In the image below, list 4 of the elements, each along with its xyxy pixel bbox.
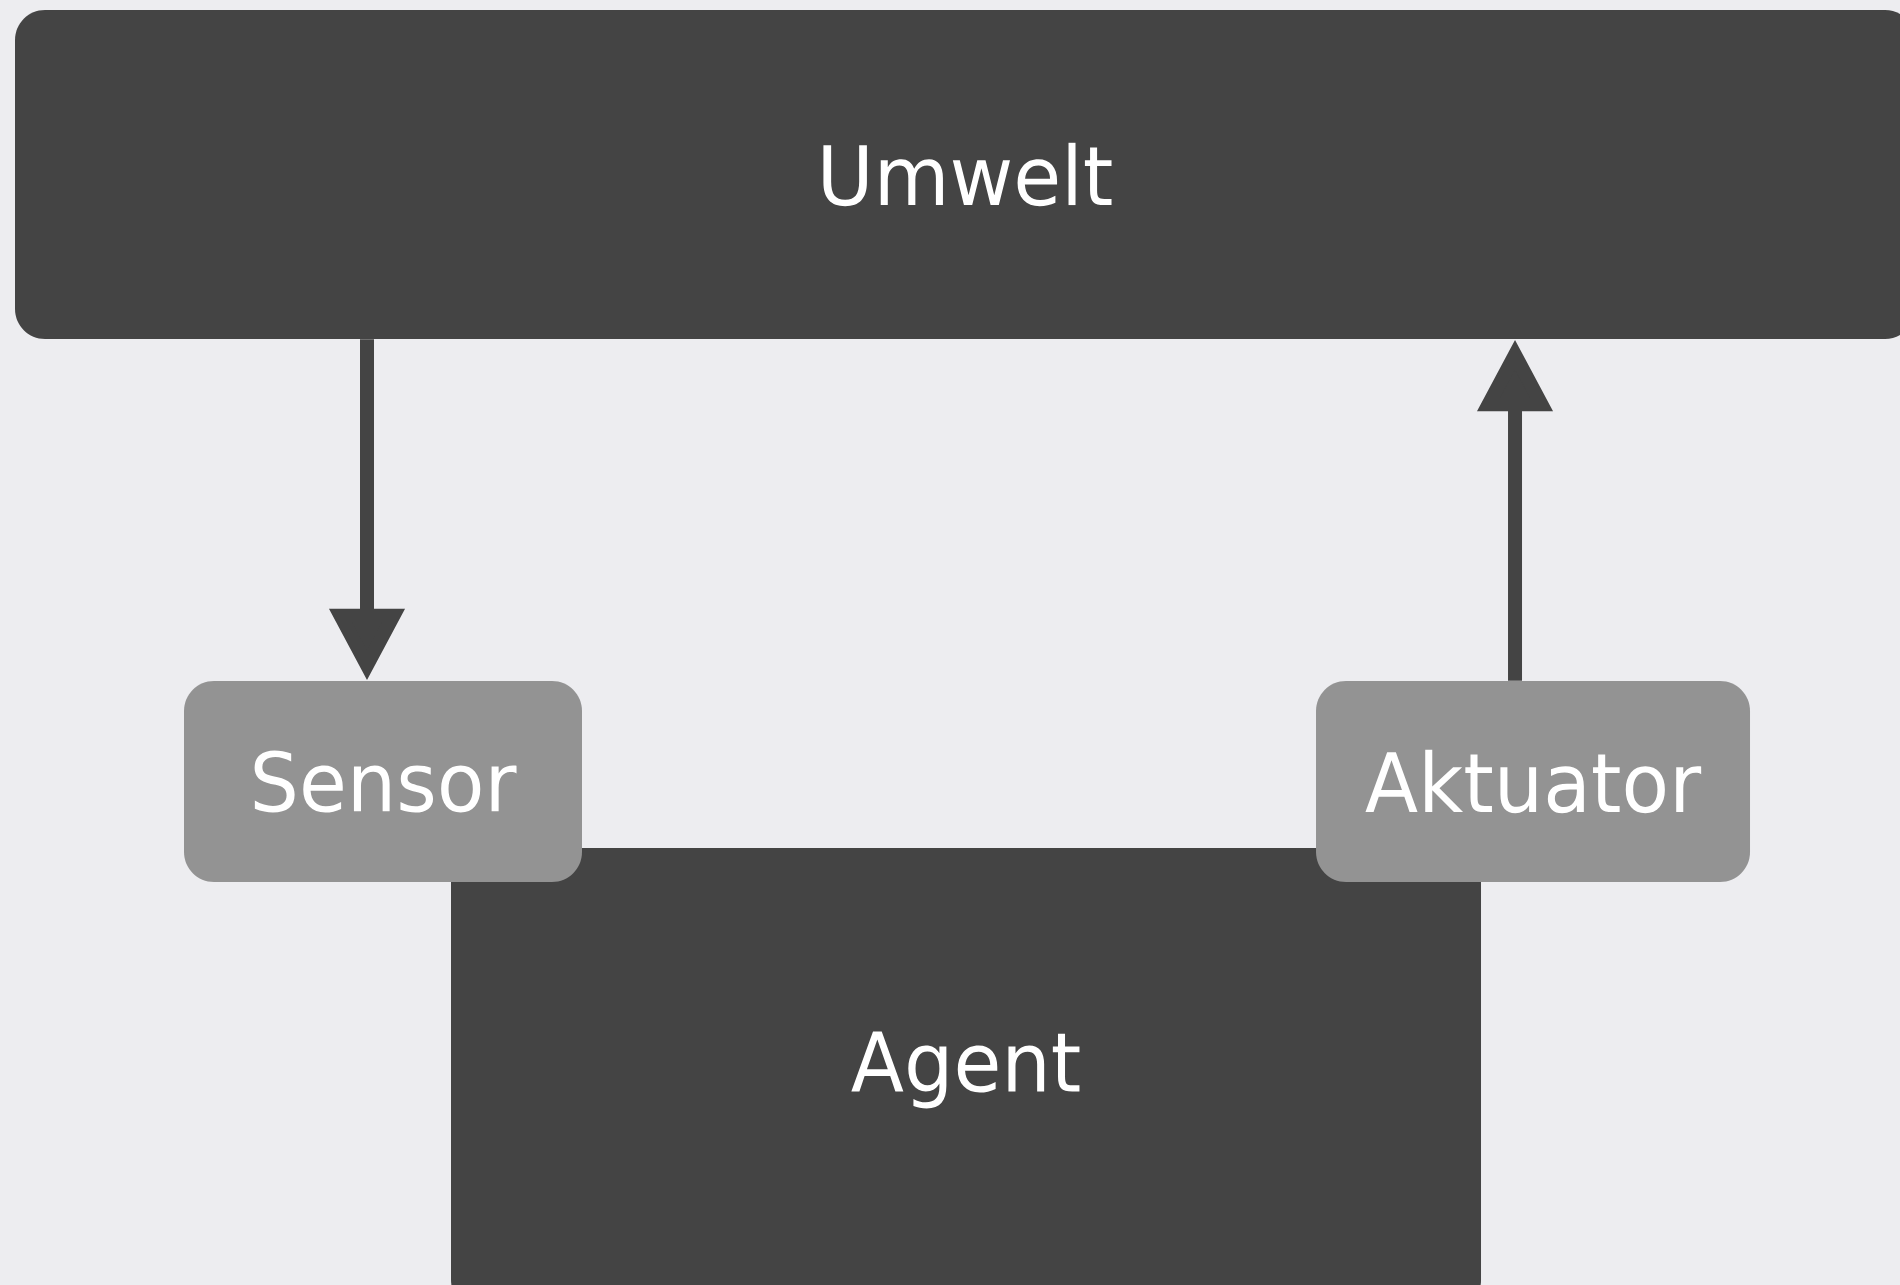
sensor-box: Sensor bbox=[184, 681, 582, 882]
environment-box: Umwelt bbox=[15, 10, 1900, 339]
agent-box: Agent bbox=[451, 848, 1481, 1285]
actuator-box: Aktuator bbox=[1316, 681, 1750, 882]
